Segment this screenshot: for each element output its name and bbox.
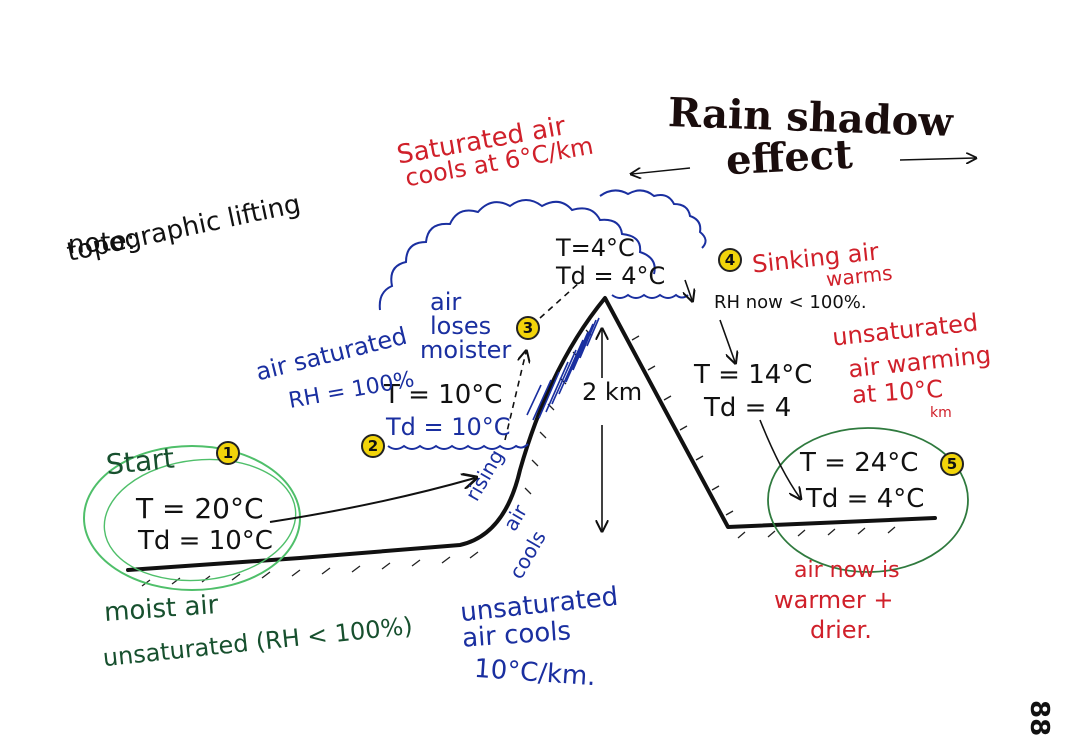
cloud-outline bbox=[378, 199, 656, 311]
station-5-badge: 5 bbox=[940, 452, 964, 476]
arrow-descent-to-5 bbox=[759, 419, 800, 498]
mountain-hatching bbox=[524, 329, 734, 516]
station-5-temperature: T = 24°C bbox=[800, 448, 919, 478]
station-1-temperature: T = 20°C bbox=[136, 492, 264, 525]
unsat-cools-line-2: air cools bbox=[461, 616, 572, 654]
station-2-badge: 2 bbox=[361, 434, 385, 458]
descent-dewpoint: Td = 4 bbox=[704, 393, 792, 423]
rh-now-label: RH now < 100%. bbox=[714, 292, 867, 313]
loses-moisture-line-2: loses bbox=[430, 312, 492, 340]
station-4-dewpoint: Td = 4°C bbox=[556, 262, 666, 290]
unsat-warming-line-3: at 10°C bbox=[851, 374, 944, 410]
page-number: 88 bbox=[1024, 700, 1054, 736]
rain-hatching bbox=[526, 317, 600, 421]
arrow-2-to-3 bbox=[504, 352, 526, 441]
result-line-1: air now is bbox=[794, 558, 900, 583]
title-arrow-right bbox=[899, 158, 975, 160]
cloud-base-right bbox=[611, 293, 689, 299]
descent-temperature: T = 14°C bbox=[694, 360, 813, 390]
start-label: Start bbox=[104, 441, 176, 482]
end-circle bbox=[767, 427, 969, 573]
loses-moisture-line-3: moister bbox=[420, 336, 512, 364]
moist-air-line-1: moist air bbox=[103, 590, 220, 628]
station-2-temperature: T = 10°C bbox=[384, 380, 503, 410]
title-line-2: effect bbox=[724, 130, 854, 185]
station-4-badge: 4 bbox=[718, 248, 742, 272]
arrow-3-to-peak bbox=[539, 281, 581, 319]
unsat-cools-line-3: 10°C/km. bbox=[473, 653, 597, 693]
title-arrow-left bbox=[632, 167, 691, 174]
height-label: 2 km bbox=[582, 378, 643, 406]
unsat-warming-unit: km bbox=[930, 405, 952, 421]
arrow-start-to-slope bbox=[269, 478, 475, 523]
sinking-line-2: warms bbox=[824, 260, 894, 292]
result-line-3: drier. bbox=[810, 616, 872, 644]
station-4-temperature: T=4°C bbox=[556, 234, 635, 262]
ground-hatching-right bbox=[737, 526, 896, 539]
station-1-badge: 1 bbox=[216, 441, 240, 465]
cloud-top-right bbox=[599, 189, 707, 249]
station-3-badge: 3 bbox=[516, 316, 540, 340]
station-2-dewpoint: Td = 10°C bbox=[386, 413, 511, 441]
start-circle-inner bbox=[103, 458, 297, 582]
station-5-dewpoint: Td = 4°C bbox=[806, 484, 925, 514]
result-line-2: warmer + bbox=[774, 586, 894, 614]
arrow-4-down bbox=[685, 279, 692, 300]
cloud-base-left bbox=[387, 443, 529, 450]
loses-moisture-line-1: air bbox=[430, 288, 462, 316]
mountain-profile bbox=[126, 296, 937, 572]
station-1-dewpoint: Td = 10°C bbox=[138, 526, 273, 556]
arrow-rh-to-descent bbox=[719, 319, 735, 362]
